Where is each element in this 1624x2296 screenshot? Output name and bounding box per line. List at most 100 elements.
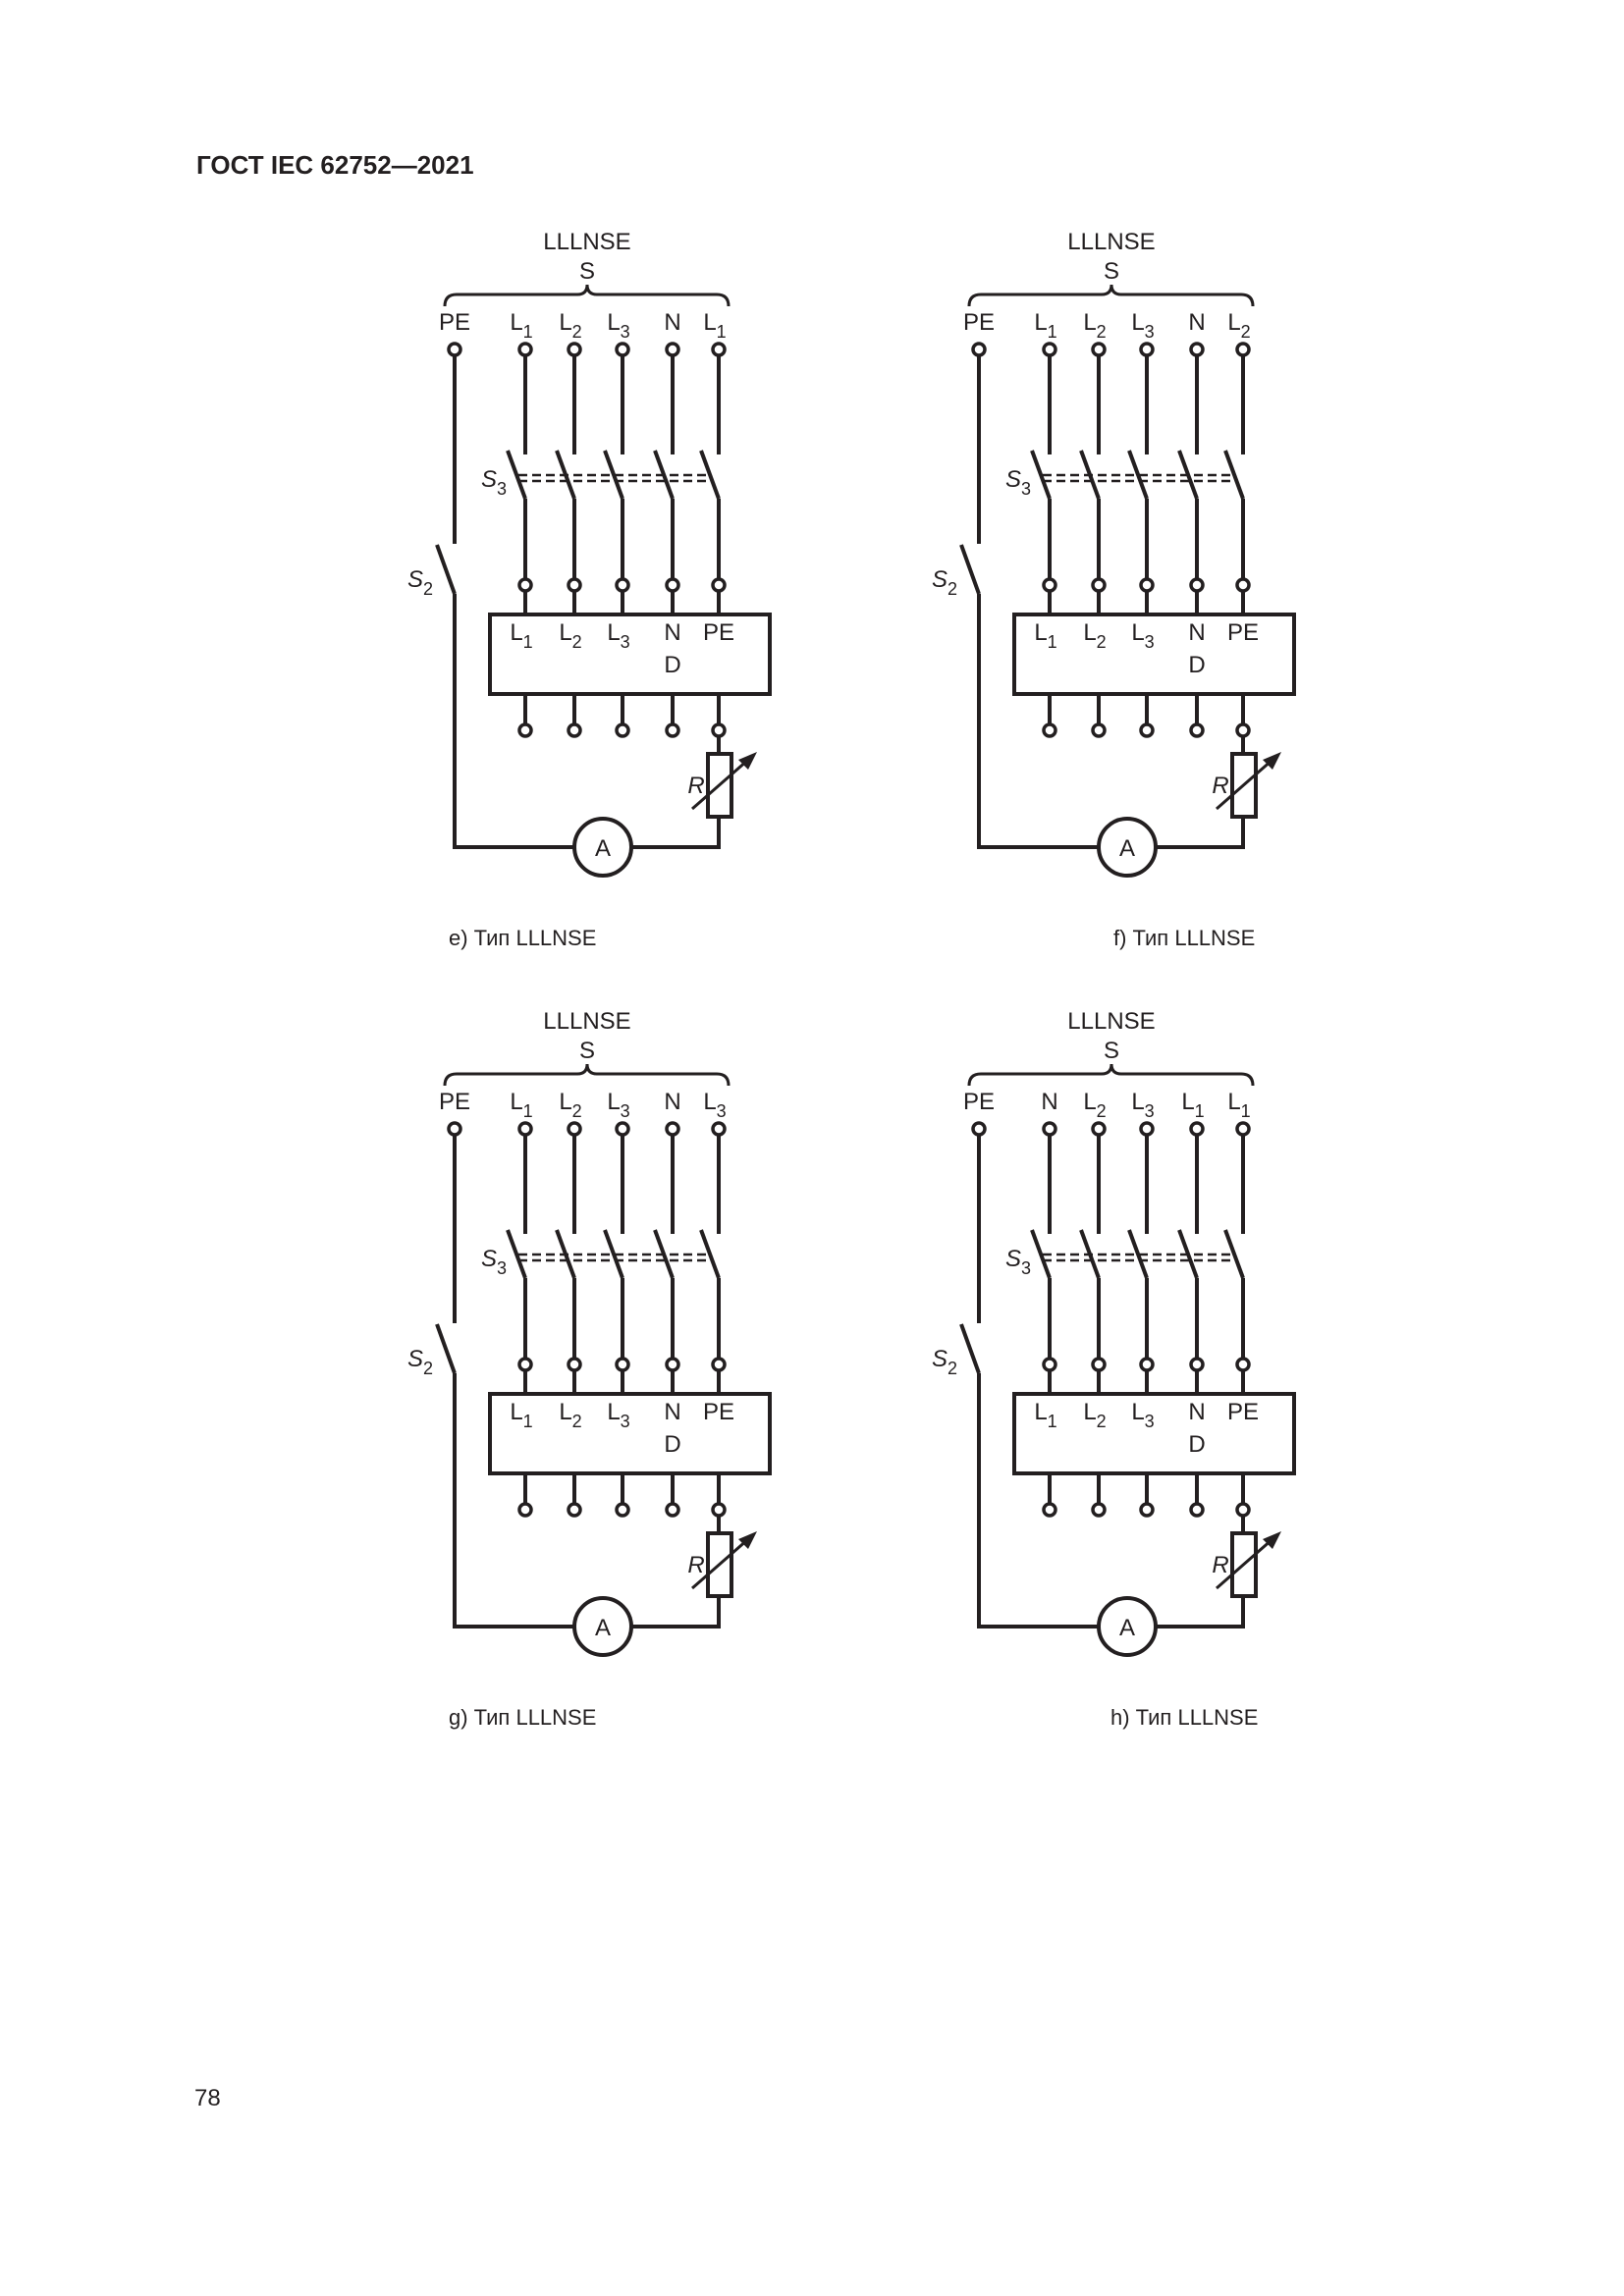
top-terminal-label: N: [1041, 1089, 1057, 1115]
resistor-arrow: [1216, 758, 1273, 811]
top-terminal-label: L1: [510, 1089, 532, 1121]
source-label: S: [1104, 1038, 1119, 1064]
label-subscript: 1: [523, 1101, 533, 1121]
terminal-icon: [615, 342, 630, 357]
label-subscript: 3: [1145, 632, 1155, 652]
terminal-icon: [567, 577, 582, 593]
label-subscript: 2: [1097, 1101, 1107, 1121]
terminal-icon: [711, 577, 727, 593]
label-base: S: [407, 566, 423, 593]
terminal-icon: [1091, 1502, 1107, 1518]
page-number: 78: [194, 2085, 221, 2111]
switch-s2-blade: [959, 544, 981, 595]
ammeter-label: A: [595, 835, 611, 862]
device-terminal-label: N: [664, 1399, 680, 1425]
switch-s3-blade: [1127, 1229, 1149, 1279]
top-terminal-label: L1: [1227, 1089, 1250, 1121]
label-base: L: [1083, 309, 1096, 336]
label-base: S: [407, 1346, 423, 1372]
terminal-icon: [1091, 342, 1107, 357]
source-label: S: [579, 1038, 595, 1064]
label-base: PE: [703, 1399, 734, 1425]
label-subscript: 3: [1145, 1101, 1155, 1121]
label-base: N: [1041, 1089, 1057, 1115]
terminal-icon: [1042, 1357, 1057, 1372]
ammeter-label: A: [1119, 835, 1135, 862]
device-under-test-box: [1012, 613, 1296, 696]
label-base: S: [932, 1346, 947, 1372]
label-base: L: [607, 619, 620, 646]
device-terminal-label: N: [1188, 1399, 1205, 1425]
terminal-icon: [711, 342, 727, 357]
top-terminal-label: PE: [963, 1089, 995, 1115]
device-label: D: [1188, 652, 1205, 678]
top-terminal-label: PE: [439, 1089, 470, 1115]
label-base: L: [1181, 1089, 1194, 1115]
label-base: N: [664, 309, 680, 336]
top-terminal-label: PE: [963, 309, 995, 336]
terminal-icon: [665, 577, 680, 593]
label-subscript: 3: [497, 479, 507, 499]
label-base: L: [1034, 619, 1047, 646]
device-terminal-label: L1: [1034, 619, 1056, 652]
terminal-icon: [665, 1121, 680, 1137]
terminal-icon: [971, 1121, 987, 1137]
terminal-icon: [1235, 722, 1251, 738]
label-subscript: 2: [1097, 632, 1107, 652]
resistor-label: R: [687, 773, 704, 799]
switch-s2-label: S2: [932, 1346, 957, 1378]
label-subscript: 2: [572, 322, 582, 342]
device-under-test-box: [488, 613, 772, 696]
device-terminal-label: L2: [1083, 619, 1106, 652]
terminal-icon: [517, 722, 533, 738]
switch-s3-label: S3: [1005, 1246, 1031, 1278]
terminal-icon: [1091, 722, 1107, 738]
terminal-icon: [665, 1357, 680, 1372]
switch-s3-blade: [506, 1229, 527, 1279]
label-base: S: [1005, 466, 1021, 493]
label-base: L: [1227, 1089, 1240, 1115]
device-terminal-label: L1: [510, 619, 532, 652]
terminal-icon: [711, 1121, 727, 1137]
label-subscript: 2: [572, 1101, 582, 1121]
brace-icon: [443, 284, 731, 307]
label-base: L: [703, 1089, 716, 1115]
ammeter-label: A: [1119, 1615, 1135, 1641]
label-base: PE: [439, 1089, 470, 1115]
label-base: L: [559, 309, 571, 336]
label-subscript: 3: [1145, 1412, 1155, 1431]
terminal-icon: [447, 342, 462, 357]
top-terminal-label: L1: [703, 309, 726, 342]
label-base: L: [510, 619, 522, 646]
label-base: N: [1188, 619, 1205, 646]
brace-icon: [443, 1063, 731, 1087]
switch-s3-blade: [506, 450, 527, 500]
arrow-head-icon: [738, 752, 757, 770]
label-subscript: 1: [1048, 1412, 1057, 1431]
terminal-icon: [517, 577, 533, 593]
switch-s3-blade: [1223, 450, 1245, 500]
label-base: L: [1034, 309, 1047, 336]
terminal-icon: [567, 1502, 582, 1518]
terminal-icon: [567, 342, 582, 357]
device-terminal-label: L2: [559, 1399, 581, 1431]
terminal-icon: [1139, 1502, 1155, 1518]
label-base: L: [607, 1399, 620, 1425]
label-subscript: 2: [572, 1412, 582, 1431]
label-subscript: 3: [621, 1101, 630, 1121]
label-base: PE: [1227, 619, 1259, 646]
device-terminal-label: L3: [607, 1399, 629, 1431]
label-base: L: [1083, 1089, 1096, 1115]
switch-s3-blade: [1030, 1229, 1052, 1279]
ammeter-icon: [572, 817, 633, 878]
label-subscript: 1: [1048, 322, 1057, 342]
terminal-icon: [1091, 1357, 1107, 1372]
label-base: L: [1083, 1399, 1096, 1425]
ammeter-label: A: [595, 1615, 611, 1641]
terminal-icon: [1042, 342, 1057, 357]
top-terminal-label: N: [1188, 309, 1205, 336]
switch-s3-blade: [1223, 1229, 1245, 1279]
diagram-caption: h) Тип LLLNSE: [1110, 1705, 1258, 1730]
top-terminal-label: L1: [1034, 309, 1056, 342]
